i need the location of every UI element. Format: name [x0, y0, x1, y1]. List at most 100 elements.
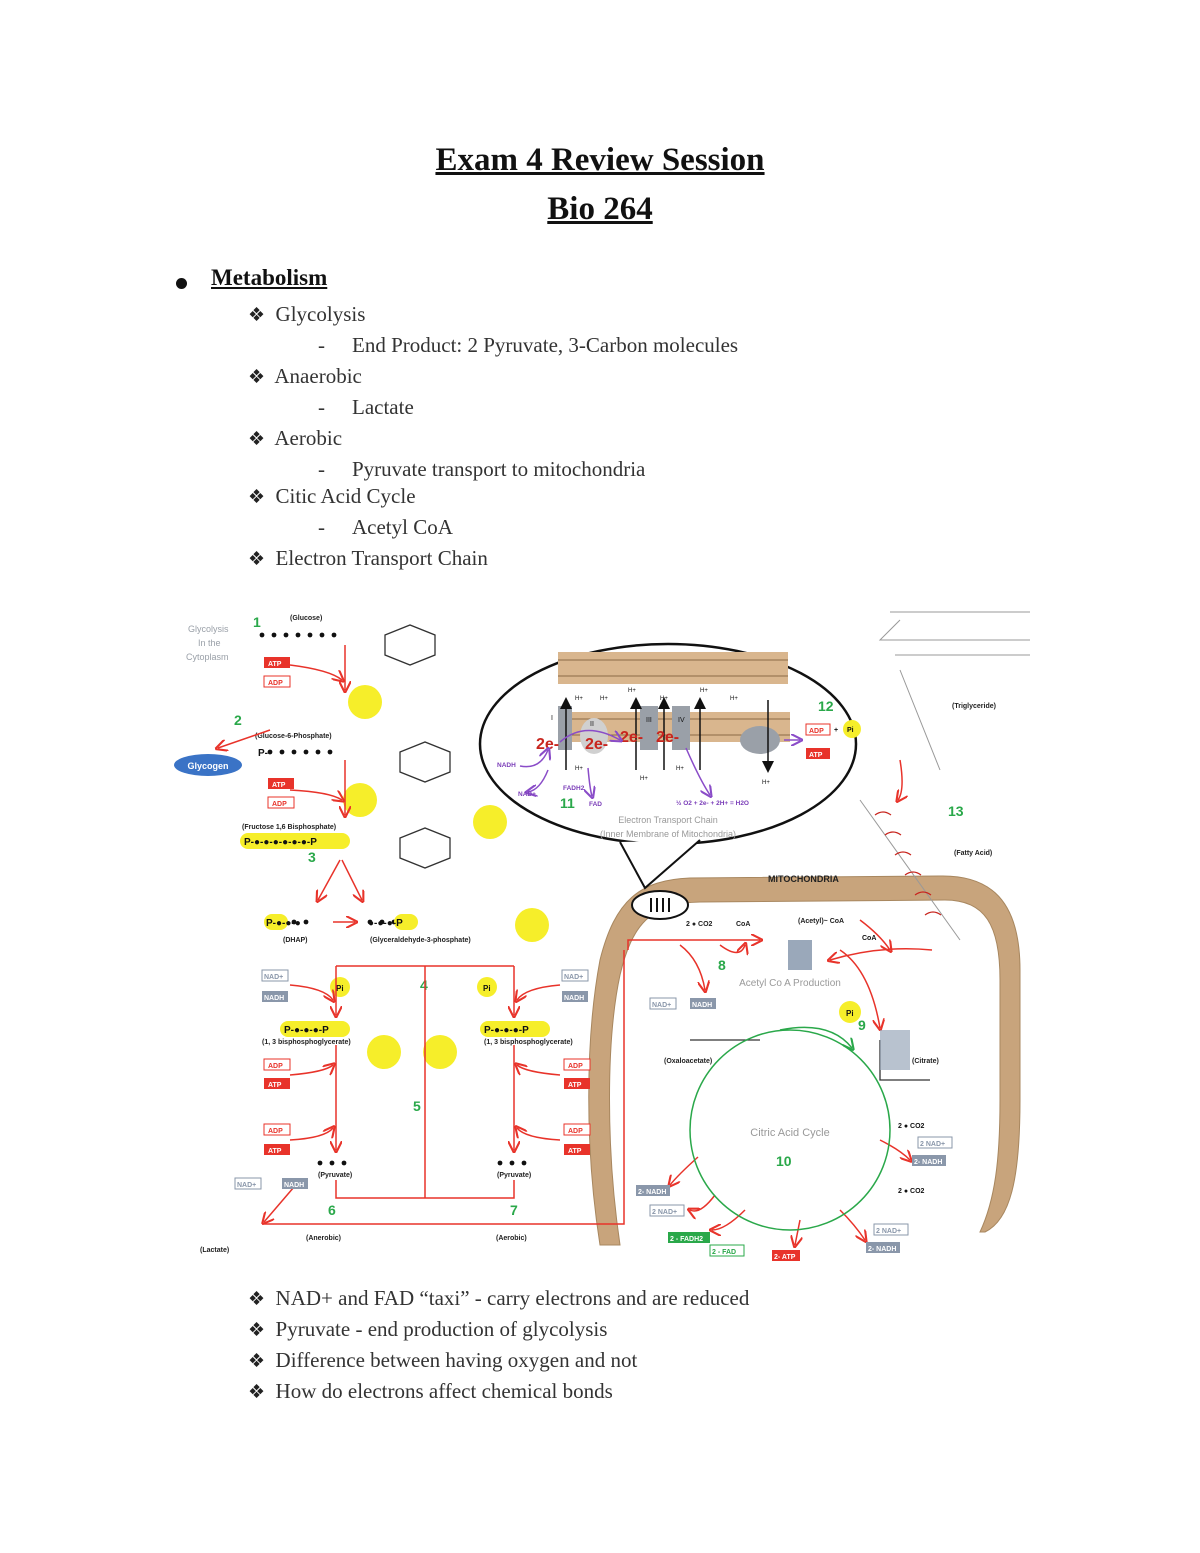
svg-text:(Glucose): (Glucose)	[290, 615, 322, 622]
dash-marker: -	[318, 395, 325, 419]
svg-text:●-●-●-P: ●-●-●-P	[368, 918, 403, 929]
svg-text:CoA: CoA	[862, 935, 876, 942]
dash-marker: -	[318, 457, 325, 481]
svg-text:H+: H+	[762, 780, 770, 786]
page-title: Exam 4 Review Session	[435, 142, 765, 178]
svg-text:2: 2	[234, 712, 242, 728]
svg-text:Pi: Pi	[483, 984, 491, 993]
svg-text:H+: H+	[730, 696, 738, 702]
svg-text:FADH2: FADH2	[563, 785, 585, 792]
svg-text:2 - FAD: 2 - FAD	[712, 1249, 736, 1256]
list-item: ❖ Aerobic	[248, 426, 343, 450]
svg-text:7: 7	[510, 1202, 518, 1218]
svg-text:2- NADH: 2- NADH	[638, 1189, 666, 1196]
etc-subtitle: (Inner Membrane of Mitochondria)	[600, 829, 736, 839]
svg-text:IV: IV	[678, 717, 685, 724]
svg-text:P-●-●-●-P: P-●-●-●-P	[484, 1025, 529, 1036]
svg-text:(Pyruvate): (Pyruvate)	[497, 1172, 531, 1179]
svg-text:12: 12	[818, 698, 834, 714]
svg-text:P-●-●-●-P: P-●-●-●-P	[284, 1025, 329, 1036]
svg-text:2e-: 2e-	[620, 729, 643, 746]
svg-text:NADH: NADH	[264, 995, 284, 1002]
svg-text:ATP: ATP	[272, 782, 286, 789]
page-subtitle: Bio 264	[547, 191, 653, 227]
svg-text:(Pyruvate): (Pyruvate)	[318, 1172, 352, 1179]
svg-text:Pi: Pi	[846, 1009, 854, 1018]
svg-text:ATP: ATP	[809, 752, 823, 759]
svg-text:(1, 3 bisphosphoglycerate): (1, 3 bisphosphoglycerate)	[484, 1039, 573, 1046]
svg-text:NADH: NADH	[564, 995, 584, 1002]
mitochondria-label: MITOCHONDRIA	[768, 874, 839, 884]
svg-text:H+: H+	[600, 696, 608, 702]
svg-text:ADP: ADP	[268, 1128, 283, 1135]
mitochondria-membrane	[588, 875, 1021, 1246]
svg-text:2- NADH: 2- NADH	[868, 1246, 896, 1253]
svg-text:2- ATP: 2- ATP	[774, 1254, 796, 1261]
svg-text:(Triglyceride): (Triglyceride)	[952, 703, 996, 710]
etc-zoom-marker	[631, 890, 689, 920]
svg-text:NAD+: NAD+	[564, 974, 583, 981]
svg-text:Pi: Pi	[847, 727, 854, 734]
svg-text:(DHAP): (DHAP)	[283, 937, 308, 944]
svg-text:2e-: 2e-	[656, 729, 679, 746]
membrane-top	[558, 652, 788, 684]
svg-text:13: 13	[948, 803, 964, 819]
svg-text:8: 8	[718, 957, 726, 973]
svg-text:H+: H+	[676, 766, 684, 772]
etc-zoom-ticks	[650, 898, 670, 912]
svg-text:2 ● CO2: 2 ● CO2	[898, 1123, 925, 1130]
list-subitem: Lactate	[352, 395, 414, 419]
svg-text:H+: H+	[575, 696, 583, 702]
svg-text:6: 6	[328, 1202, 336, 1218]
svg-text:III: III	[646, 717, 652, 724]
svg-text:CoA: CoA	[736, 921, 750, 928]
metabolism-diagram: MITOCHONDRIA I II III IV H+ H+ H+ H+ H+	[174, 611, 1030, 1261]
svg-text:NAD+: NAD+	[264, 974, 283, 981]
svg-text:3: 3	[308, 849, 316, 865]
svg-text:(Fatty Acid): (Fatty Acid)	[954, 850, 992, 857]
svg-text:10: 10	[776, 1153, 792, 1169]
complex-ii	[580, 718, 608, 754]
svg-text:Cytoplasm: Cytoplasm	[186, 652, 229, 662]
list-item: ❖ Electron Transport Chain	[248, 546, 488, 570]
svg-text:NAD+: NAD+	[518, 791, 536, 798]
svg-text:Citric Acid Cycle: Citric Acid Cycle	[750, 1127, 829, 1139]
svg-text:In the: In the	[198, 638, 221, 648]
svg-text:NAD+: NAD+	[652, 1002, 671, 1009]
svg-text:(Anerobic): (Anerobic)	[306, 1235, 341, 1242]
section-heading: Metabolism	[211, 265, 328, 290]
svg-text:(Lactate): (Lactate)	[200, 1247, 229, 1254]
svg-text:ADP: ADP	[568, 1063, 583, 1070]
svg-text:ATP: ATP	[568, 1082, 582, 1089]
svg-text:NADH: NADH	[497, 762, 516, 769]
svg-text:ADP: ADP	[268, 680, 283, 687]
svg-text:5: 5	[413, 1098, 421, 1114]
svg-text:NADH: NADH	[692, 1002, 712, 1009]
svg-text:2 NAD+: 2 NAD+	[876, 1228, 901, 1235]
svg-text:ATP: ATP	[268, 1148, 282, 1155]
svg-text:2- NADH: 2- NADH	[914, 1159, 942, 1166]
svg-text:ADP: ADP	[272, 801, 287, 808]
svg-text:II: II	[590, 721, 594, 728]
svg-text:+: +	[834, 727, 838, 734]
etc-title: Electron Transport Chain	[618, 815, 718, 825]
complex-iv	[672, 706, 690, 750]
dash-marker: -	[318, 333, 325, 357]
svg-text:2 NAD+: 2 NAD+	[652, 1209, 677, 1216]
svg-text:(Citrate): (Citrate)	[912, 1058, 939, 1065]
list-item: ❖ How do electrons affect chemical bonds	[248, 1379, 613, 1403]
svg-text:Glycolysis: Glycolysis	[188, 624, 229, 634]
svg-text:(1, 3 bisphosphoglycerate): (1, 3 bisphosphoglycerate)	[262, 1039, 351, 1046]
citric-acid-cycle	[689, 1029, 891, 1231]
svg-text:NAD+: NAD+	[237, 1182, 256, 1189]
svg-text:(Oxaloacetate): (Oxaloacetate)	[664, 1058, 712, 1065]
svg-text:ADP: ADP	[268, 1063, 283, 1070]
svg-text:Pi: Pi	[336, 984, 344, 993]
list-subitem: Acetyl CoA	[352, 515, 453, 539]
complex-iii	[640, 706, 658, 750]
svg-text:H+: H+	[628, 688, 636, 694]
list-item: ❖ NAD+ and FAD “taxi” - carry electrons …	[248, 1286, 750, 1310]
svg-text:ADP: ADP	[809, 728, 824, 735]
svg-text:2 ● CO2: 2 ● CO2	[686, 921, 713, 928]
svg-text:2e-: 2e-	[585, 736, 608, 753]
